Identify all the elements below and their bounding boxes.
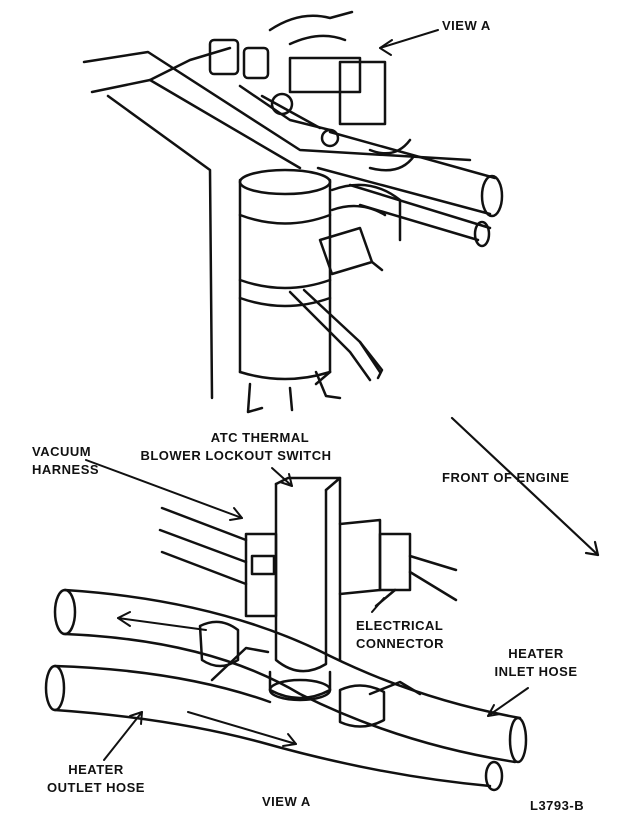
atc-switch-label-line2: BLOWER LOCKOUT SWITCH [140,448,332,463]
view-a-top-label: VIEW A [442,18,491,33]
vacuum-harness-label-line2: HARNESS [32,462,100,477]
atc-switch-label-line1: ATC THERMAL [210,430,310,445]
engine-top-view [82,10,504,414]
heater-inlet-hose-label-line2: INLET HOSE [494,664,578,679]
electrical-connector-label-line1: ELECTRICAL [356,618,444,633]
figure-code: L3793-B [530,798,585,813]
heater-inlet-hose-label-line1: HEATER [508,646,564,661]
electrical-connector-label-line2: CONNECTOR [356,636,445,651]
front-of-engine-label: FRONT OF ENGINE [442,470,570,485]
heater-outlet-hose-label-line1: HEATER [68,762,124,777]
vacuum-harness-label-line1: VACUUM [32,444,92,459]
view-a-detail [44,476,528,792]
view-a-bottom-label: VIEW A [262,794,311,809]
heater-outlet-hose-label-line2: OUTLET HOSE [47,780,145,795]
